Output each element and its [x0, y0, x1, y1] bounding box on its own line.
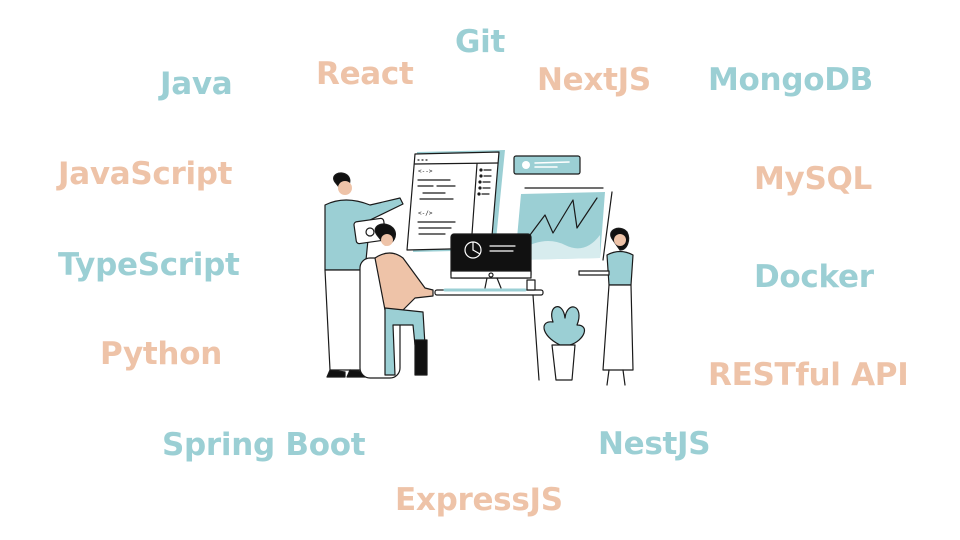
tech-label-java: Java: [160, 66, 233, 102]
svg-text:<-/>: <-/>: [418, 210, 433, 217]
developers-team-illustration: <--> <-/>: [315, 140, 650, 400]
tech-label-expressjs: ExpressJS: [395, 482, 563, 518]
tech-label-nextjs: NextJS: [537, 62, 651, 98]
tech-label-nestjs: NestJS: [598, 426, 711, 462]
woman-with-tablet-icon: [578, 227, 634, 386]
man-pointing-icon: [324, 172, 404, 378]
tech-label-javascript: JavaScript: [58, 156, 233, 192]
desk-icon: [434, 279, 544, 381]
computer-monitor-icon: [450, 233, 532, 289]
tech-label-typescript: TypeScript: [58, 247, 240, 283]
tech-label-docker: Docker: [754, 259, 874, 295]
svg-text:<-->: <-->: [418, 168, 433, 175]
tech-label-git: Git: [455, 24, 505, 60]
tech-label-restful-api: RESTful API: [708, 357, 909, 393]
tech-label-python: Python: [100, 336, 222, 372]
notification-check-icon: [513, 155, 581, 175]
potted-plant-icon: [543, 306, 586, 381]
seated-developer-icon: [359, 223, 434, 379]
code-window-icon: <--> <-/>: [406, 150, 505, 252]
tech-label-mongodb: MongoDB: [708, 62, 873, 98]
tech-label-react: React: [316, 56, 414, 92]
tech-label-mysql: MySQL: [754, 161, 872, 197]
line-chart-icon: [515, 187, 613, 261]
tech-label-spring-boot: Spring Boot: [162, 427, 366, 463]
